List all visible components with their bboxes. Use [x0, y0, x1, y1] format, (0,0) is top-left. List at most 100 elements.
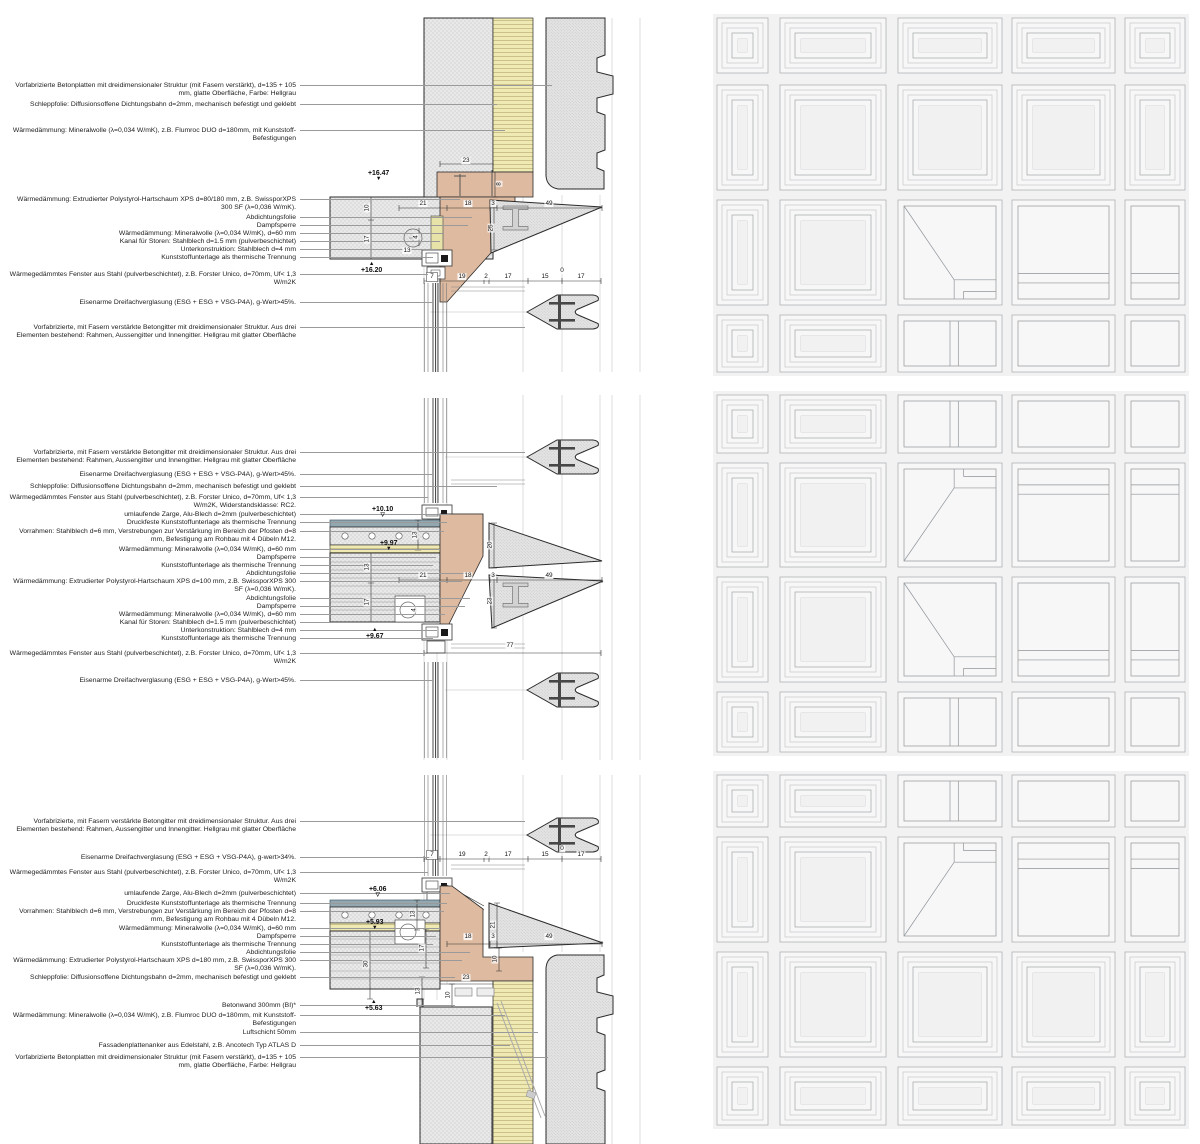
facade-cell-win-open — [1011, 774, 1116, 828]
facade-cell-coffer — [1011, 951, 1116, 1058]
dimension-text: 30 — [362, 959, 370, 969]
facade-cell-coffer — [716, 836, 769, 943]
leader-line — [300, 199, 460, 200]
annotation-label: Wärmedämmung: Mineralwolle (λ=0,034 W/mK… — [118, 611, 296, 618]
annotation-label: Druckfeste Kunststoffunterlage als therm… — [126, 519, 296, 526]
annotation-label: Schleppfolie: Diffusionsoffene Dichtungs… — [30, 101, 296, 108]
window-frame-lines — [424, 775, 447, 876]
leader-line — [300, 486, 497, 487]
facade-cell-coffer — [716, 314, 769, 373]
leader-line — [300, 217, 472, 218]
leader-line — [300, 1045, 510, 1046]
leader-line — [300, 327, 525, 328]
leader-line — [300, 531, 444, 532]
leader-line — [300, 549, 440, 550]
level-marker: +9.97▼ — [380, 540, 398, 552]
annotation-label: Kunststoffunterlage als thermische Trenn… — [161, 562, 296, 569]
dimension-text: 13 — [409, 909, 417, 919]
annotation-label: Schleppfolie: Diffusionsoffene Dichtungs… — [30, 974, 296, 981]
leader-line — [300, 257, 433, 258]
dimension-text: 19 — [457, 851, 467, 859]
concrete-base-wall — [416, 998, 493, 1144]
annotation-label: Wärmegedämmtes Fenster aus Stahl (pulver… — [9, 494, 296, 509]
annotation-label: Vorrahmen: Stahlblech d=6 mm, Verstrebun… — [19, 528, 296, 543]
dimension-text: 49 — [544, 933, 554, 941]
facade-cell-coffer — [716, 576, 769, 683]
facade-cell-win-mull — [897, 691, 1003, 753]
dimension-text: 77 — [505, 642, 515, 650]
leader-line — [300, 452, 525, 453]
leader-line — [300, 944, 433, 945]
facade-cell-coffer — [716, 1066, 769, 1126]
annotation-label: Vorfabrizierte, mit Fasern verstärkte Be… — [16, 324, 296, 339]
window-frame-lines-upper — [424, 398, 447, 503]
annotation-label: Wärmedämmung: Mineralwolle (λ=0,034 W/mK… — [118, 230, 296, 237]
fin-plan-section-lower — [526, 672, 599, 708]
level-triangle-icon: ▼ — [375, 176, 382, 182]
concrete-fin-section — [488, 902, 604, 949]
level-triangle-icon: ▲ — [371, 627, 378, 633]
annotation-label: Wärmedämmung: Mineralwolle (λ=0,034 W/mK… — [12, 127, 296, 142]
facade-cell-coffer — [897, 951, 1003, 1058]
dimension-text: 3 — [490, 933, 496, 941]
facade-cell-coffer — [779, 199, 887, 306]
annotation-label: Eisenarme Dreifachverglasung (ESG + ESG … — [79, 471, 296, 478]
facade-cell-coffer — [1124, 17, 1186, 74]
fixing-bolts — [454, 170, 498, 196]
dimension-text: 17 — [418, 943, 426, 953]
dimension-text: 23 — [486, 596, 494, 606]
dimension-text: 7 — [429, 851, 435, 859]
facade-cell-coffer — [1124, 951, 1186, 1058]
annotation-label: Wärmedämmung: Mineralwolle (λ=0,034 W/mK… — [12, 1012, 296, 1027]
annotation-label: Abdichtungsfolie — [246, 595, 296, 602]
slab-core-lines — [330, 938, 440, 980]
facade-cell-win-band-b — [1124, 576, 1186, 683]
dimension-text: 4 — [410, 607, 418, 613]
annotation-label: Betonwand 300mm (BI)* — [221, 1002, 296, 1009]
dimension-lines — [368, 519, 603, 656]
facade-cell-coffer — [1124, 84, 1186, 191]
facade-elevation-panels — [713, 14, 1189, 1129]
window-frame-lines-lower — [424, 662, 447, 758]
dimension-text: 13 — [363, 562, 371, 572]
facade-cell-coffer — [779, 314, 887, 373]
dimension-text: 20 — [486, 540, 494, 550]
facade-cell-win-open — [1124, 691, 1186, 753]
fin-plan-section — [526, 294, 599, 330]
facade-cell-win-open — [1011, 394, 1116, 454]
level-triangle-icon: ▼ — [385, 546, 392, 552]
sash-lines-upper — [451, 479, 525, 485]
annotation-label: Vorfabrizierte Betonplatten mit dreidime… — [15, 1054, 296, 1069]
xps-insulation-top — [436, 171, 534, 198]
dowel-pocket — [394, 919, 426, 945]
detail-parapet — [329, 17, 641, 372]
leader-line — [300, 857, 433, 858]
facade-cell-win-diag-b — [897, 199, 1003, 306]
triple-glazing-lines-lower — [432, 662, 439, 758]
precast-concrete-panel — [545, 17, 614, 190]
leader-line — [300, 104, 497, 105]
facade-cell-win-diag-t — [897, 836, 1003, 943]
dimension-text: 23 — [461, 157, 471, 165]
dimension-text: 8 — [495, 181, 503, 187]
facade-cell-win-band-b — [1011, 199, 1116, 306]
annotation-label: Dampfsperre — [256, 603, 296, 610]
annotation-label: Abdichtungsfolie — [246, 949, 296, 956]
annotation-label: Kunststoffunterlage als thermische Trenn… — [161, 635, 296, 642]
dimension-text: 2 — [483, 851, 489, 859]
annotation-label: Unterkonstruktion: Stahlblech d=4 mm — [180, 246, 296, 253]
dimension-text: 49 — [544, 200, 554, 208]
detail-floor-mid — [329, 395, 641, 760]
slab-core-lines — [330, 561, 440, 611]
annotation-label: Dampfsperre — [256, 222, 296, 229]
facade-cell-win-open — [1124, 394, 1186, 454]
annotation-label: Wärmegedämmtes Fenster aus Stahl (pulver… — [9, 271, 296, 286]
dimension-text: 17 — [363, 234, 371, 244]
annotation-label: Wärmedämmung: Extrudierter Polystyrol-Ha… — [17, 196, 296, 211]
leader-line — [300, 573, 470, 574]
facade-cell-coffer — [716, 774, 769, 828]
dimension-text: 15 — [540, 851, 550, 859]
leader-line — [300, 680, 433, 681]
